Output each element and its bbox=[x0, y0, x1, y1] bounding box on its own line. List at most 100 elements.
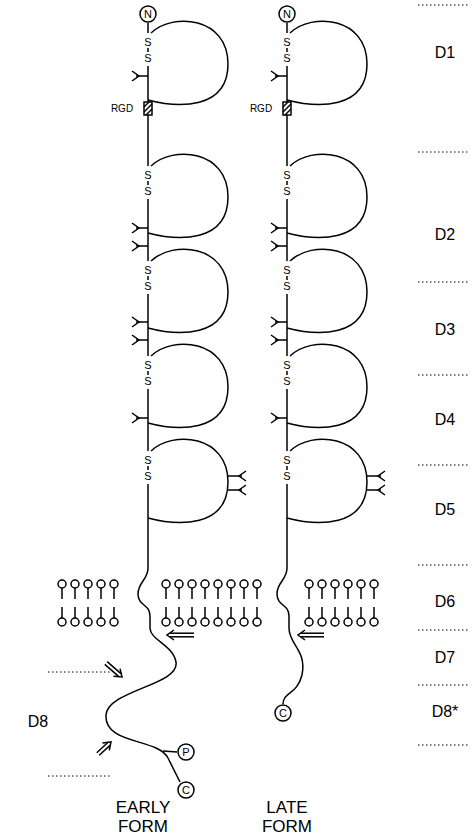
domain-label: D8 bbox=[28, 714, 48, 730]
lipid-tail bbox=[217, 588, 219, 599]
motif-label: RGD bbox=[111, 104, 133, 114]
rgd-hatch bbox=[144, 102, 149, 107]
sulfur-letter: S bbox=[144, 471, 151, 482]
lipid-head bbox=[240, 618, 248, 626]
terminus-letter: C bbox=[279, 708, 287, 719]
polypeptide-chain bbox=[286, 66, 288, 166]
lipid-head bbox=[58, 618, 66, 626]
lipid-head bbox=[84, 618, 92, 626]
transmembrane-segment bbox=[138, 568, 150, 628]
domain-label: D2 bbox=[435, 227, 455, 243]
polypeptide-chain bbox=[286, 294, 288, 356]
lipid-tail bbox=[347, 607, 349, 618]
lipid-head bbox=[253, 580, 261, 588]
domain-loop bbox=[148, 344, 228, 427]
sulfur-letter: S bbox=[283, 455, 290, 466]
sulfur-letter: S bbox=[283, 265, 290, 276]
glycosylation-site bbox=[271, 241, 278, 251]
cleavage-arrow bbox=[97, 743, 108, 753]
sulfur-letter: S bbox=[283, 376, 290, 387]
lipid-head bbox=[214, 580, 222, 588]
disulfide-bond bbox=[286, 276, 288, 280]
glycosylation-site bbox=[132, 335, 139, 345]
glycosylation-site bbox=[132, 71, 139, 81]
lipid-tail bbox=[204, 588, 206, 599]
lipid-head bbox=[344, 618, 352, 626]
lipid-tail bbox=[256, 588, 258, 599]
lipid-head bbox=[110, 580, 118, 588]
domain-boundary bbox=[48, 672, 110, 673]
lipid-head bbox=[240, 580, 248, 588]
cleavage-arrow bbox=[113, 669, 122, 677]
sulfur-letter: S bbox=[144, 376, 151, 387]
disulfide-bond bbox=[147, 181, 149, 185]
lipid-head bbox=[305, 618, 313, 626]
cytoplasmic-tail bbox=[106, 628, 180, 782]
sulfur-letter: S bbox=[144, 281, 151, 292]
lipid-tail bbox=[87, 607, 89, 618]
lipid-head bbox=[201, 580, 209, 588]
sulfur-letter: S bbox=[283, 360, 290, 371]
glycosylation-site bbox=[132, 317, 139, 327]
circle-outline bbox=[178, 782, 194, 798]
disulfide-bond bbox=[147, 466, 149, 470]
lipid-tail bbox=[74, 607, 76, 618]
domain-label: D7 bbox=[435, 650, 455, 666]
polypeptide-chain bbox=[286, 23, 288, 33]
phosphate-stub bbox=[163, 751, 177, 752]
lipid-tail bbox=[308, 607, 310, 618]
sulfur-letter: S bbox=[144, 37, 151, 48]
lipid-head bbox=[227, 580, 235, 588]
lipid-head bbox=[162, 580, 170, 588]
lipid-tail bbox=[230, 588, 232, 599]
disulfide-bond bbox=[286, 181, 288, 185]
rgd-motif bbox=[283, 102, 291, 115]
cleavage-arrow bbox=[167, 630, 174, 640]
lipid-head bbox=[71, 580, 79, 588]
form-title: LATE FORM bbox=[250, 798, 324, 836]
lipid-head bbox=[84, 580, 92, 588]
circle-outline bbox=[178, 744, 194, 760]
lipid-tail bbox=[61, 607, 63, 618]
cleavage-arrow bbox=[170, 632, 194, 634]
glycosylation-site bbox=[271, 71, 278, 81]
terminus-circle: C bbox=[177, 781, 195, 799]
sulfur-letter: S bbox=[283, 471, 290, 482]
glycosylation-site bbox=[378, 471, 385, 481]
lipid-head bbox=[162, 618, 170, 626]
polypeptide-chain bbox=[147, 66, 149, 166]
rgd-hatch bbox=[283, 102, 288, 107]
cleavage-arrow bbox=[301, 632, 324, 634]
glycosylation-site bbox=[239, 471, 246, 481]
sulfur-letter: S bbox=[283, 186, 290, 197]
lipid-tail bbox=[243, 607, 245, 618]
domain-loop bbox=[148, 154, 228, 237]
lipid-head bbox=[227, 618, 235, 626]
domain-loop bbox=[287, 154, 367, 237]
lipid-tail bbox=[100, 588, 102, 599]
form-title: EARLY FORM bbox=[106, 798, 180, 836]
cleavage-arrow bbox=[99, 745, 110, 755]
rgd-hatch bbox=[146, 109, 152, 115]
disulfide-bond bbox=[286, 466, 288, 470]
lipid-tail bbox=[347, 588, 349, 599]
lipid-head bbox=[253, 618, 261, 626]
lipid-tail bbox=[217, 607, 219, 618]
lipid-tail bbox=[373, 607, 375, 618]
glycosylation-site bbox=[132, 413, 139, 423]
sulfur-letter: S bbox=[283, 37, 290, 48]
terminus-circle: N bbox=[139, 5, 157, 23]
lipid-head bbox=[201, 618, 209, 626]
lipid-head bbox=[97, 580, 105, 588]
lipid-head bbox=[331, 580, 339, 588]
circle-outline bbox=[275, 705, 291, 721]
lipid-head bbox=[58, 580, 66, 588]
domain-boundary bbox=[418, 5, 470, 6]
glycosylation-site bbox=[271, 317, 278, 327]
lipid-head bbox=[110, 618, 118, 626]
polypeptide-chain bbox=[286, 484, 288, 568]
sulfur-letter: S bbox=[144, 265, 151, 276]
transmembrane-segment bbox=[277, 568, 289, 628]
